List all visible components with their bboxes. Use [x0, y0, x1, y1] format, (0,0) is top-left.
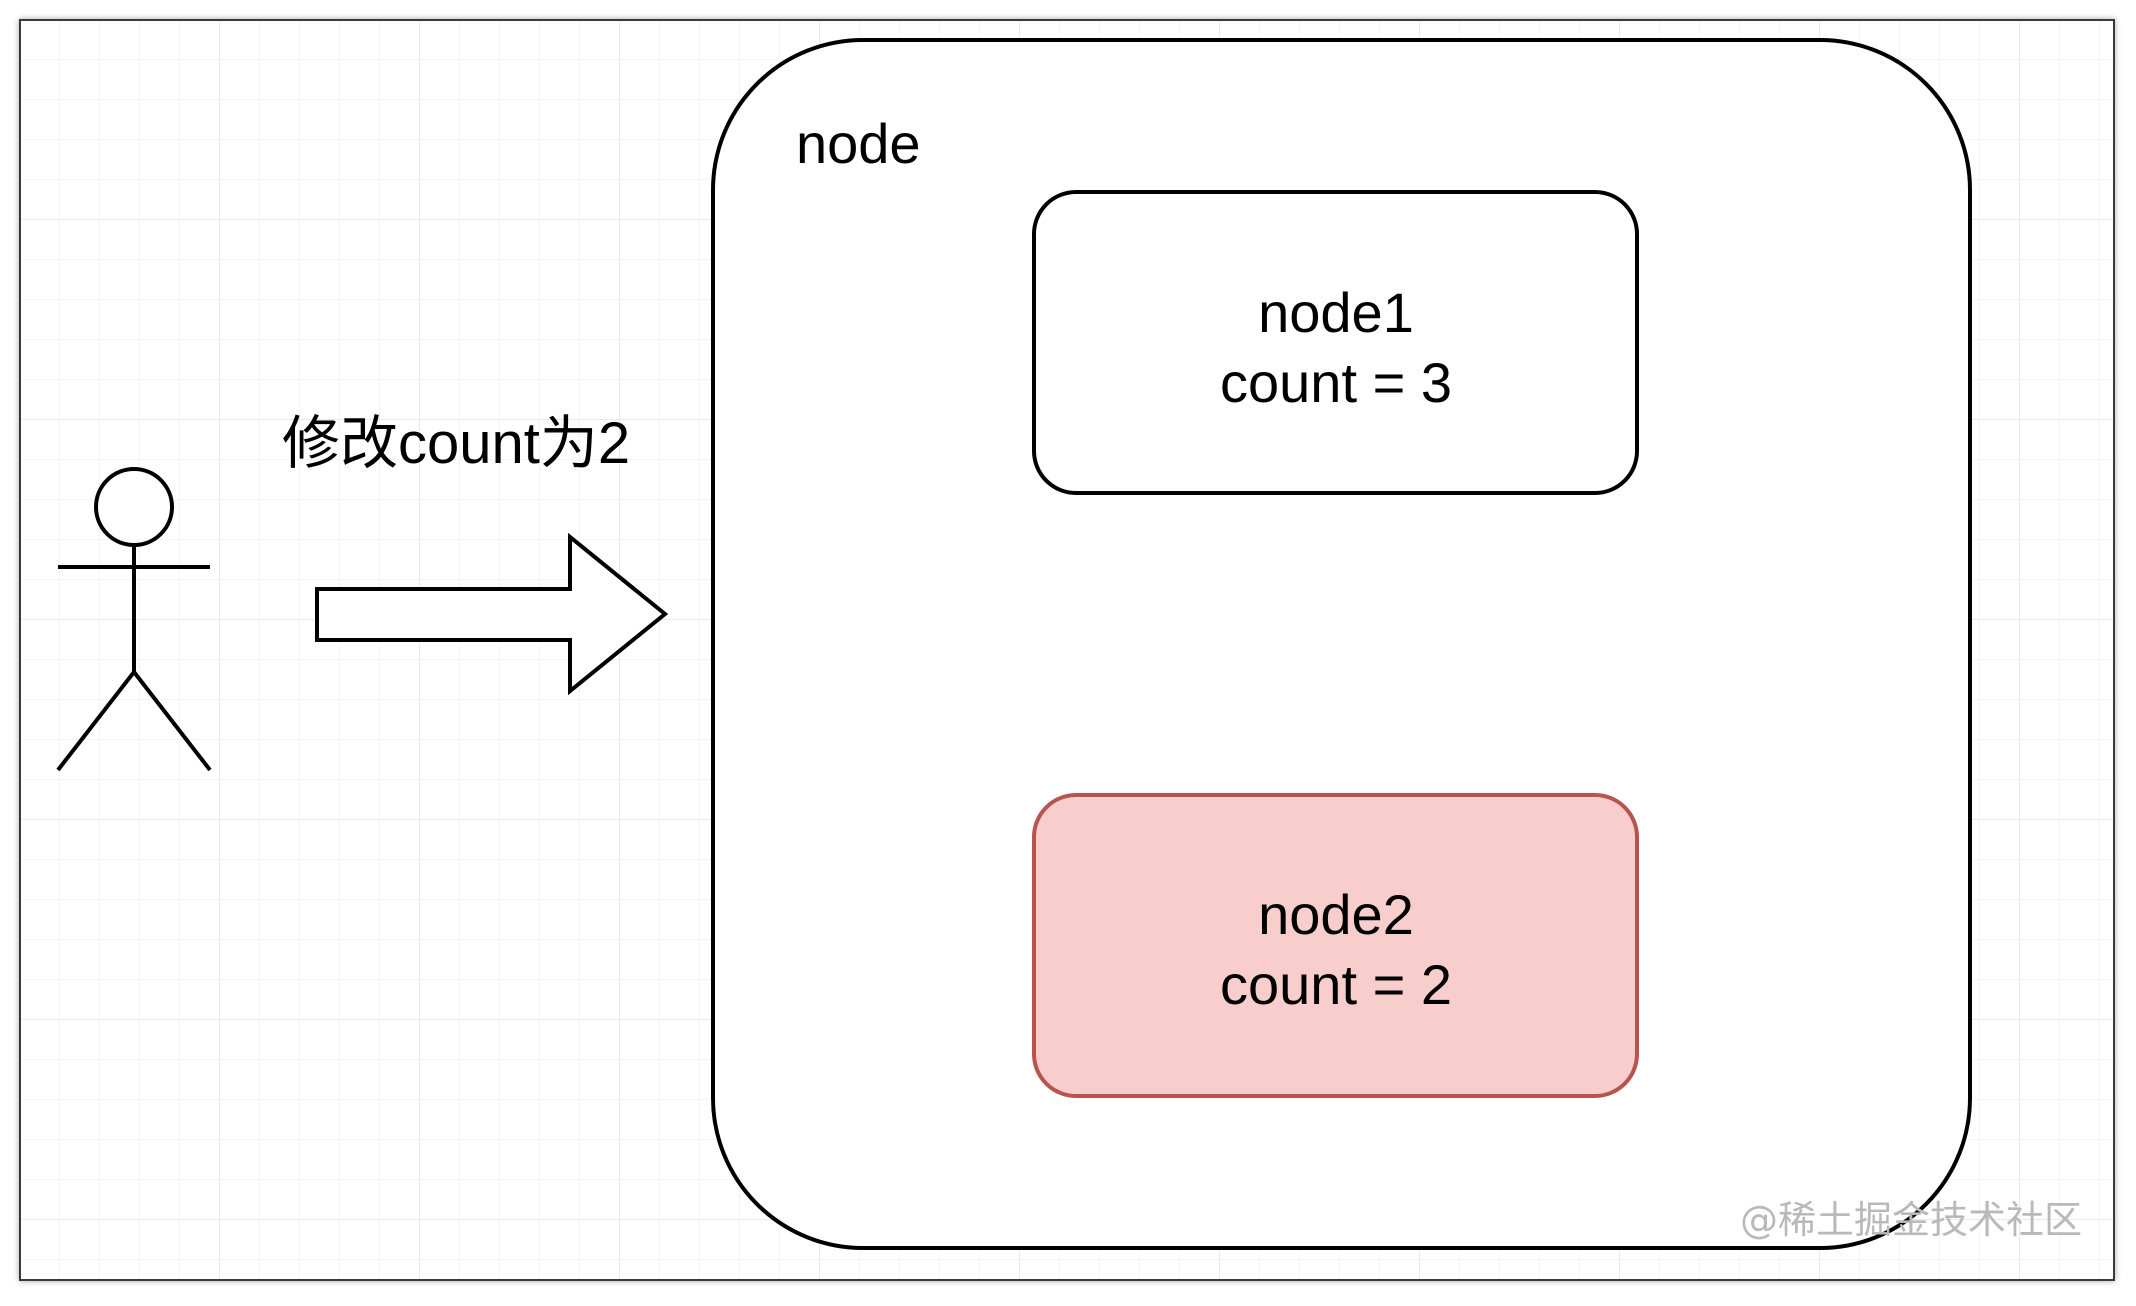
- action-label: 修改count为2: [282, 411, 631, 476]
- node1-text: node1 count = 3: [1036, 278, 1636, 418]
- node2-text: node2 count = 2: [1036, 880, 1636, 1020]
- watermark: @稀土掘金技术社区: [1739, 1198, 2082, 1242]
- node-container[interactable]: [711, 38, 1972, 1250]
- node2-value: count = 2: [1220, 953, 1452, 1016]
- node1-box[interactable]: [1032, 190, 1639, 495]
- node2-name: node2: [1258, 883, 1414, 946]
- stick-figure-icon[interactable]: [56, 467, 212, 772]
- block-arrow-right-icon[interactable]: [315, 532, 669, 696]
- node1-name: node1: [1258, 281, 1414, 344]
- node1-value: count = 3: [1220, 351, 1452, 414]
- node2-box[interactable]: [1032, 793, 1639, 1098]
- container-label: node: [796, 112, 921, 175]
